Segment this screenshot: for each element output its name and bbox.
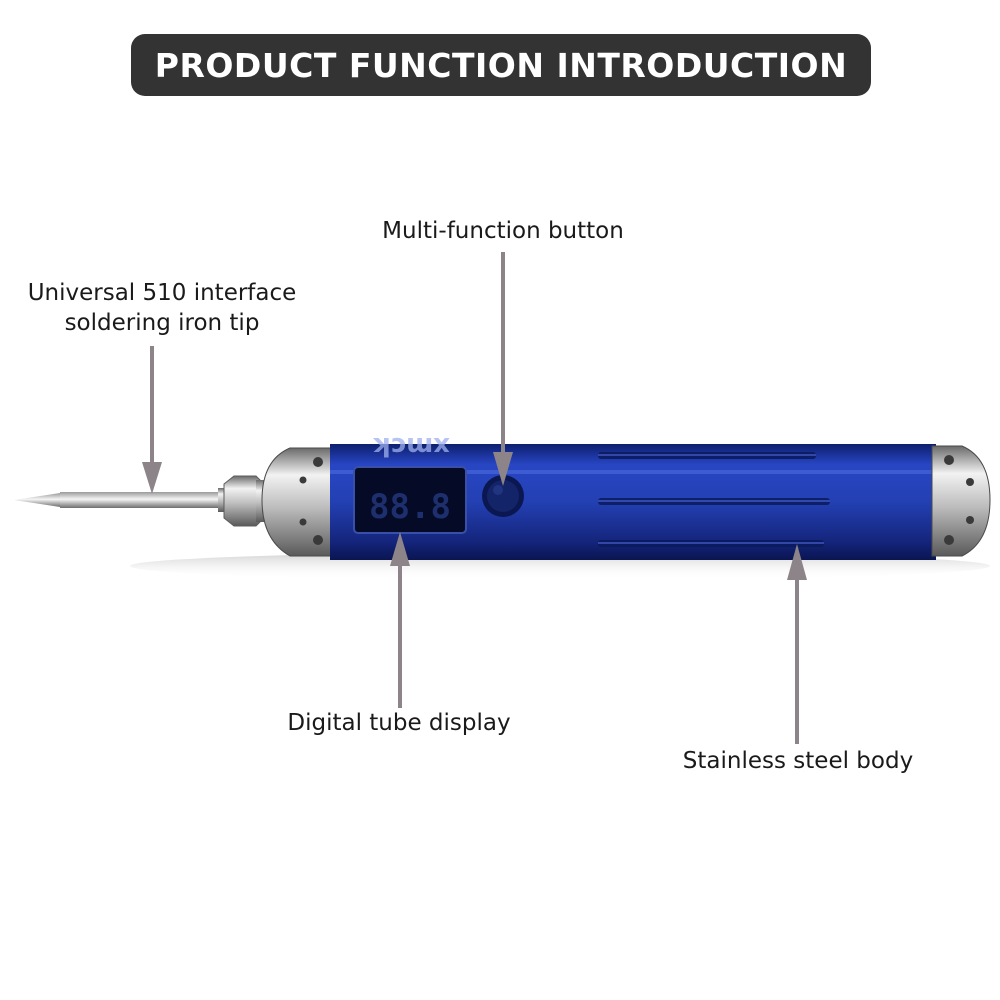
- display-digits: 88.8: [369, 487, 451, 527]
- brand-logo: xmck: [373, 431, 450, 461]
- hex-connector: [223, 475, 268, 527]
- page-title: PRODUCT FUNCTION INTRODUCTION: [154, 45, 848, 85]
- body-callout-label: Stainless steel body: [682, 748, 914, 774]
- display-callout-label: Digital tube display: [287, 710, 511, 736]
- tip-callout-arrow: [142, 346, 162, 494]
- display-callout-arrow: [390, 532, 410, 708]
- tip-label-line-2: soldering iron tip: [64, 310, 260, 336]
- button-callout-label: Multi-function button: [382, 218, 624, 244]
- tip-label-line-1: Universal 510 interface: [27, 280, 297, 306]
- rear-cap: [931, 445, 991, 557]
- front-cap: [261, 447, 333, 557]
- multi-function-button[interactable]: [482, 475, 524, 517]
- digital-display: 88.8: [353, 466, 467, 534]
- soldering-tip: [14, 488, 232, 512]
- body-callout-arrow: [787, 544, 807, 744]
- title-banner: PRODUCT FUNCTION INTRODUCTION: [131, 34, 871, 96]
- main-body: [330, 444, 936, 560]
- button-callout-arrow: [493, 252, 513, 486]
- tip-callout-label: Universal 510 interface soldering iron t…: [12, 278, 312, 338]
